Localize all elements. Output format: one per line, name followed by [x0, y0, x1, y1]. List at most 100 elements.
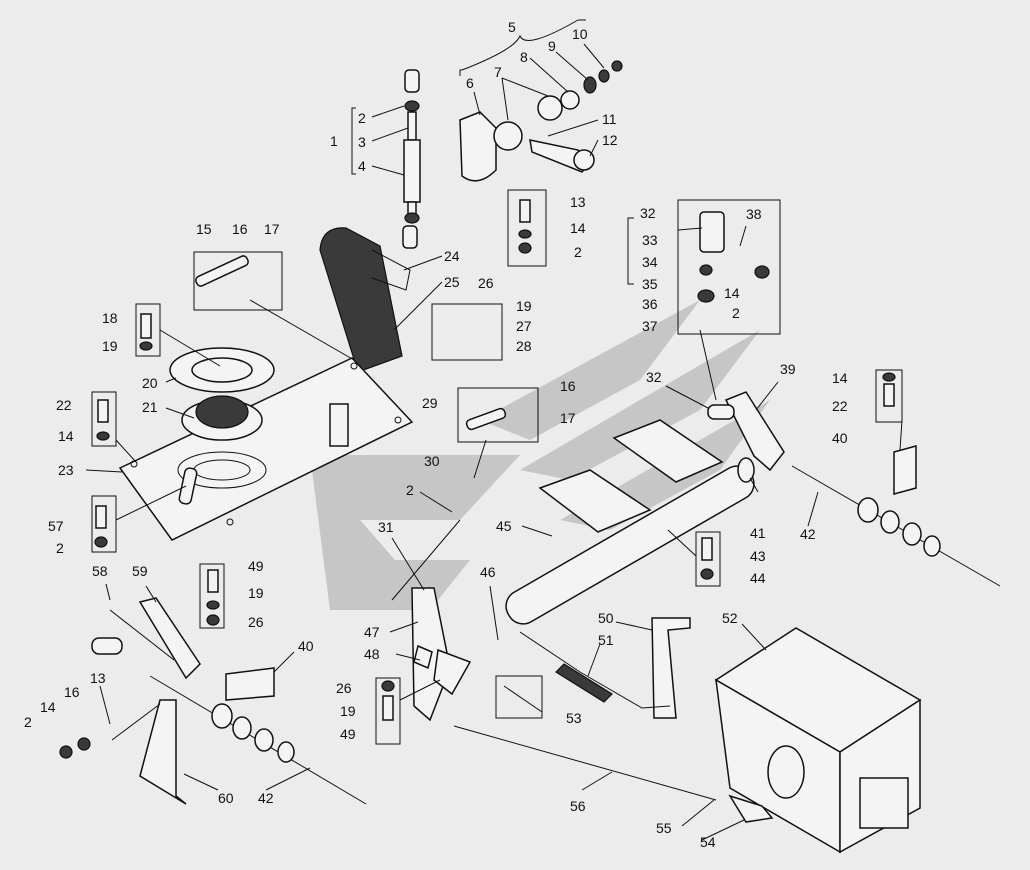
- label-5: 5: [508, 19, 516, 35]
- label-36: 36: [642, 296, 658, 312]
- ring-and-boot: [169, 347, 275, 505]
- label-56: 56: [570, 798, 586, 814]
- label-34: 34: [642, 254, 658, 270]
- label-2: 2: [24, 714, 32, 730]
- label-33: 33: [642, 232, 658, 248]
- part-labels: 1 2 3 4 5 6 7 8 9 10 11 12 13 14 2 15 16…: [24, 19, 848, 850]
- label-22: 22: [56, 397, 72, 413]
- label-16: 16: [64, 684, 80, 700]
- label-35: 35: [642, 276, 658, 292]
- label-13: 13: [570, 194, 586, 210]
- label-2: 2: [574, 244, 582, 260]
- linkage: [391, 519, 472, 722]
- label-17: 17: [560, 410, 576, 426]
- label-20: 20: [142, 375, 158, 391]
- label-51: 51: [598, 632, 614, 648]
- label-14: 14: [724, 285, 740, 301]
- label-29: 29: [422, 395, 438, 411]
- label-58: 58: [92, 563, 108, 579]
- label-46: 46: [480, 564, 496, 580]
- label-7: 7: [494, 64, 502, 80]
- label-16: 16: [232, 221, 248, 237]
- label-54: 54: [700, 834, 716, 850]
- label-42: 42: [800, 526, 816, 542]
- label-40: 40: [298, 638, 314, 654]
- label-2: 2: [406, 482, 414, 498]
- label-49: 49: [248, 558, 264, 574]
- label-32: 32: [646, 369, 662, 385]
- label-14: 14: [58, 428, 74, 444]
- pedal-plate: [319, 227, 411, 373]
- label-42: 42: [258, 790, 274, 806]
- label-50: 50: [598, 610, 614, 626]
- group-boxes: [91, 189, 903, 745]
- label-25: 25: [444, 274, 460, 290]
- label-19: 19: [516, 298, 532, 314]
- label-10: 10: [572, 26, 588, 42]
- label-47: 47: [364, 624, 380, 640]
- label-4: 4: [358, 158, 366, 174]
- label-26: 26: [336, 680, 352, 696]
- label-19: 19: [340, 703, 356, 719]
- label-19: 19: [102, 338, 118, 354]
- main-shaft: [505, 419, 755, 625]
- label-38: 38: [746, 206, 762, 222]
- cable-right: [791, 465, 1001, 587]
- label-28: 28: [516, 338, 532, 354]
- label-60: 60: [218, 790, 234, 806]
- label-12: 12: [602, 132, 618, 148]
- label-32: 32: [640, 205, 656, 221]
- label-27: 27: [516, 318, 532, 334]
- label-39: 39: [780, 361, 796, 377]
- label-17: 17: [264, 221, 280, 237]
- label-22: 22: [832, 398, 848, 414]
- label-48: 48: [364, 646, 380, 662]
- lever: [707, 391, 785, 472]
- label-3: 3: [358, 134, 366, 150]
- label-14: 14: [40, 699, 56, 715]
- label-57: 57: [48, 518, 64, 534]
- label-13: 13: [90, 670, 106, 686]
- label-8: 8: [520, 49, 528, 65]
- label-14: 14: [570, 220, 586, 236]
- label-31: 31: [378, 519, 394, 535]
- label-40: 40: [832, 430, 848, 446]
- label-41: 41: [750, 525, 766, 541]
- label-21: 21: [142, 399, 158, 415]
- label-23: 23: [58, 462, 74, 478]
- hardware-parts: [59, 199, 896, 759]
- bracket-right: [893, 445, 917, 495]
- label-16: 16: [560, 378, 576, 394]
- pedal-bracket-assembly: [459, 60, 623, 182]
- label-26: 26: [248, 614, 264, 630]
- leader-lines: [85, 19, 903, 841]
- label-45: 45: [496, 518, 512, 534]
- label-49: 49: [340, 726, 356, 742]
- housing-box: [714, 627, 922, 854]
- rod-assembly: [402, 69, 421, 249]
- label-52: 52: [722, 610, 738, 626]
- label-59: 59: [132, 563, 148, 579]
- label-11: 11: [602, 111, 617, 127]
- label-9: 9: [548, 38, 556, 54]
- label-37: 37: [642, 318, 658, 334]
- label-24: 24: [444, 248, 460, 264]
- label-19: 19: [248, 585, 264, 601]
- label-18: 18: [102, 310, 118, 326]
- label-6: 6: [466, 75, 474, 91]
- left-lever-assembly: [91, 597, 367, 805]
- long-rod: [453, 725, 774, 823]
- label-14: 14: [832, 370, 848, 386]
- label-30: 30: [424, 453, 440, 469]
- label-15: 15: [196, 221, 212, 237]
- label-26: 26: [478, 275, 494, 291]
- label-2: 2: [358, 110, 366, 126]
- spring-bracket: [519, 617, 691, 719]
- label-53: 53: [566, 710, 582, 726]
- label-2: 2: [56, 540, 64, 556]
- label-55: 55: [656, 820, 672, 836]
- label-43: 43: [750, 548, 766, 564]
- label-44: 44: [750, 570, 766, 586]
